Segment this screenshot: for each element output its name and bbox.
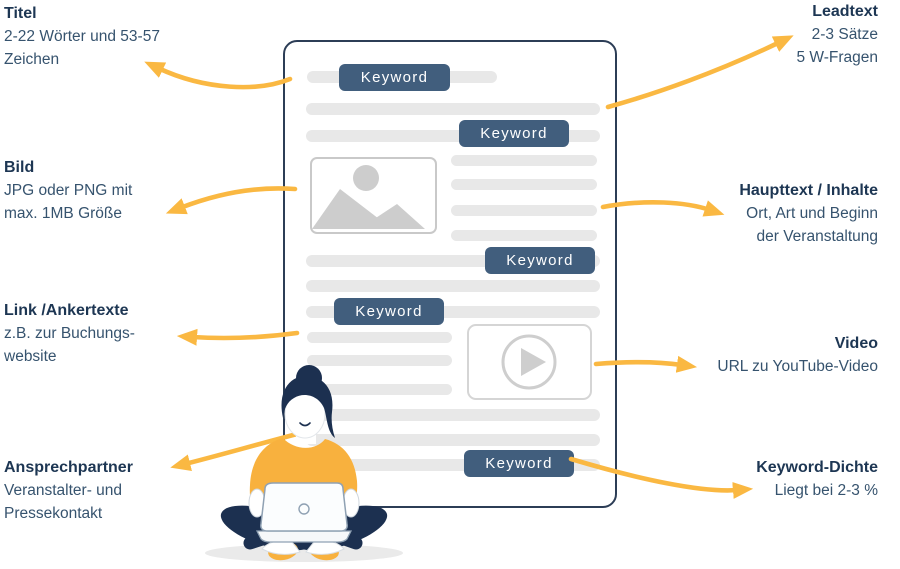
- label-haupttext-line: der Veranstaltung: [756, 228, 878, 245]
- label-titel-line: Zeichen: [4, 51, 60, 68]
- label-haupttext-title: Haupttext / Inhalte: [739, 182, 878, 199]
- arrow-leadtext: [605, 35, 794, 110]
- person-sole: [261, 540, 301, 555]
- text-line-placeholder: [307, 384, 452, 395]
- text-line-placeholder: [451, 155, 597, 166]
- person-shin: [275, 510, 363, 550]
- label-video-title: Video: [834, 335, 878, 352]
- person-sole: [305, 540, 345, 555]
- keyword-badge: Keyword: [459, 120, 569, 147]
- text-line-placeholder: [451, 179, 597, 190]
- label-titel: Titel 2-22 Wörter und 53-57 Zeichen: [4, 2, 160, 71]
- arrow-haupttext: [600, 200, 725, 217]
- label-bild: Bild JPG oder PNG mit max. 1MB Größe: [4, 156, 132, 225]
- label-keyword-dichte: Keyword-Dichte Liegt bei 2-3 %: [756, 456, 878, 502]
- video-placeholder: [467, 324, 592, 400]
- label-video-line: URL zu YouTube-Video: [717, 358, 878, 375]
- label-leadtext: Leadtext 2-3 Sätze 5 W-Fragen: [796, 0, 878, 69]
- label-link-title: Link /Ankertexte: [4, 302, 129, 319]
- label-leadtext-title: Leadtext: [812, 3, 878, 20]
- text-line-placeholder: [306, 103, 600, 115]
- label-link: Link /Ankertexte z.B. zur Buchungs- webs…: [4, 299, 135, 368]
- text-line-placeholder: [306, 434, 600, 446]
- keyword-badge: Keyword: [464, 450, 574, 477]
- keyword-badge: Keyword: [485, 247, 595, 274]
- label-link-line: website: [4, 348, 57, 365]
- keyword-badge: Keyword: [334, 298, 444, 325]
- label-ansprechpartner-line: Veranstalter- und: [4, 482, 123, 499]
- image-placeholder: [310, 157, 437, 234]
- image-placeholder-icon: [312, 165, 425, 229]
- label-keyword-dichte-line: Liegt bei 2-3 %: [774, 482, 878, 499]
- press-release-mockup: Keyword Keyword Keyword Keyword Keyword: [283, 40, 617, 508]
- label-ansprechpartner-line: Pressekontakt: [4, 505, 103, 522]
- person-foot: [309, 541, 339, 561]
- person-shadow: [205, 544, 403, 562]
- keyword-badge: Keyword: [339, 64, 450, 91]
- label-haupttext: Haupttext / Inhalte Ort, Art und Beginn …: [739, 179, 878, 248]
- text-line-placeholder: [307, 355, 452, 366]
- text-line-placeholder: [306, 409, 600, 421]
- arrow-titel: [144, 61, 293, 90]
- label-titel-title: Titel: [4, 5, 37, 22]
- text-line-placeholder: [306, 280, 600, 292]
- label-bild-line: max. 1MB Größe: [4, 205, 122, 222]
- label-leadtext-line: 5 W-Fragen: [796, 49, 878, 66]
- person-hand: [248, 488, 266, 518]
- label-leadtext-line: 2-3 Sätze: [811, 26, 878, 43]
- laptop-base: [255, 530, 353, 543]
- label-titel-line: 2-22 Wörter und 53-57: [4, 28, 160, 45]
- label-ansprechpartner-title: Ansprechpartner: [4, 459, 133, 476]
- arrow-bild: [165, 186, 298, 215]
- arrow-ansprechpartner: [170, 431, 300, 472]
- label-bild-line: JPG oder PNG mit: [4, 182, 133, 199]
- label-link-line: z.B. zur Buchungs-: [4, 325, 135, 342]
- person-shin: [243, 510, 337, 550]
- label-video: Video URL zu YouTube-Video: [717, 332, 878, 378]
- text-line-placeholder: [451, 230, 597, 241]
- person-foot: [268, 541, 298, 561]
- arrow-link: [176, 328, 300, 346]
- label-ansprechpartner: Ansprechpartner Veranstalter- und Presse…: [4, 456, 133, 525]
- text-line-placeholder: [451, 205, 597, 216]
- text-line-placeholder: [307, 332, 452, 343]
- label-keyword-dichte-title: Keyword-Dichte: [756, 459, 878, 476]
- label-haupttext-line: Ort, Art und Beginn: [746, 205, 878, 222]
- play-icon: [501, 334, 557, 390]
- label-bild-title: Bild: [4, 159, 35, 176]
